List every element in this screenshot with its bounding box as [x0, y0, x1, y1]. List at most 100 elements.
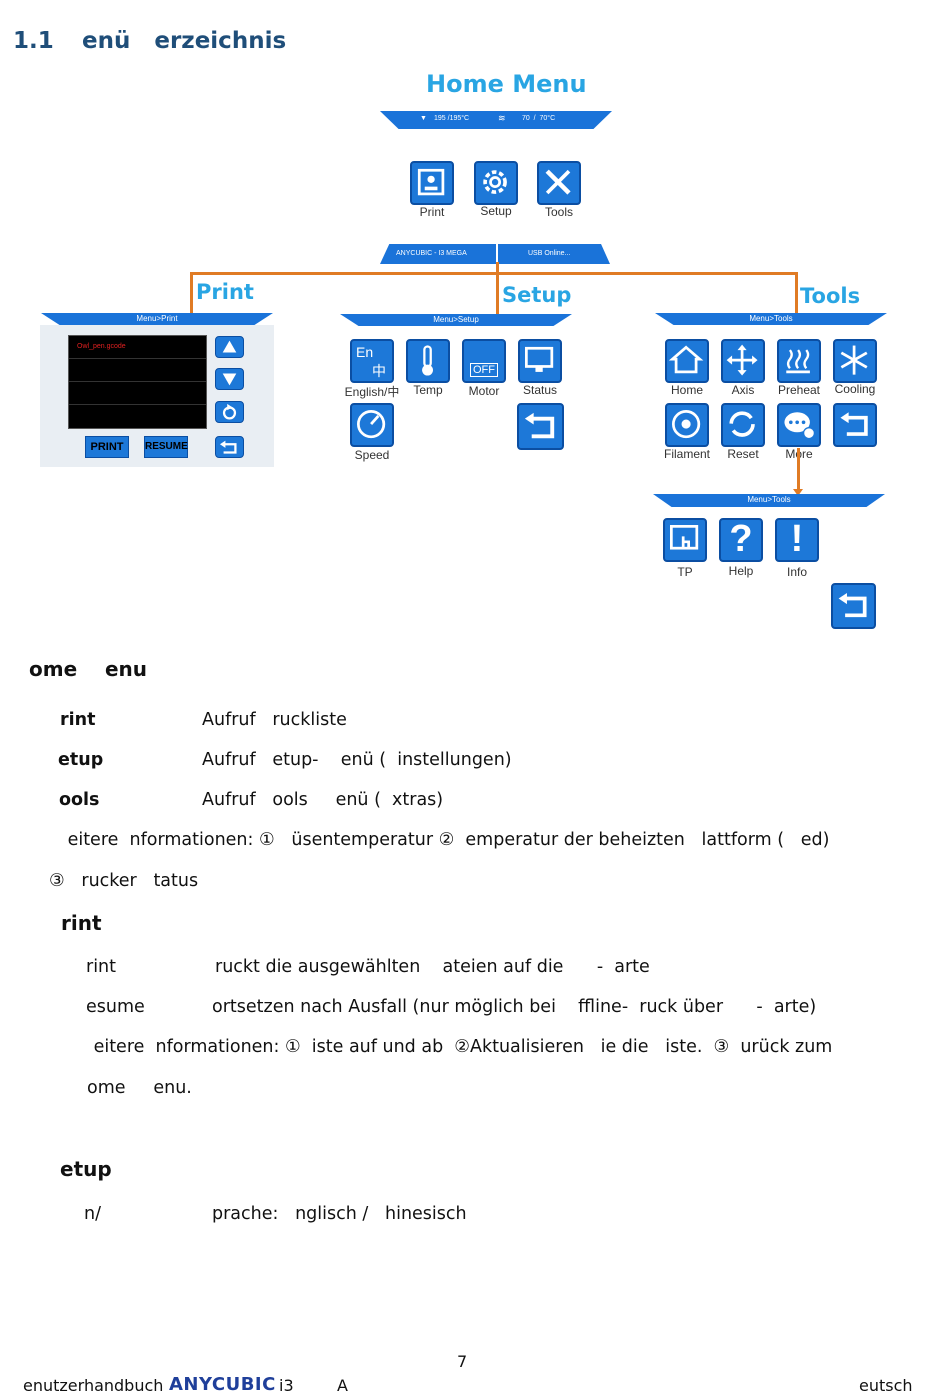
print-info-line2: ome enu.	[87, 1078, 192, 1098]
home-usb-banner: USB Online...	[498, 244, 610, 264]
speed-label: Speed	[354, 448, 390, 462]
footer-model: i3	[279, 1376, 294, 1395]
home-info-line2: ③ rucker tatus	[49, 871, 199, 891]
help-icon: ?	[719, 518, 763, 562]
connector-horizontal	[190, 272, 798, 275]
nozzle-temp: 195 /195°C	[434, 115, 470, 122]
list-divider	[69, 358, 206, 359]
section-number: 1.1	[13, 28, 54, 54]
home-tools-icon	[537, 161, 581, 205]
print-button: PRINT	[85, 436, 129, 458]
home-row-key: rint	[60, 710, 96, 730]
more-menu-banner: Menu>Tools	[653, 494, 885, 507]
refresh-icon	[215, 401, 244, 423]
arrow-up-icon	[215, 336, 244, 358]
home-menu-title: Home Menu	[426, 70, 587, 98]
connector-more	[797, 448, 800, 492]
home-setup-label: Setup	[480, 204, 512, 218]
setup-section-title: etup	[60, 1157, 112, 1181]
home-row-value: Aufruf ools enü ( xtras)	[202, 790, 444, 810]
footer-mid: A	[337, 1376, 348, 1395]
tools-banner-text: Menu>Tools	[749, 314, 793, 323]
axis-label: Axis	[731, 383, 755, 397]
home-model-banner: ANYCUBIC - I3 MEGA	[380, 244, 496, 264]
cooling-icon	[833, 339, 877, 383]
more-icon	[777, 403, 821, 447]
temp-icon	[406, 339, 450, 383]
reset-label: Reset	[727, 447, 759, 461]
print-row-value: ortsetzen nach Ausfall (nur möglich bei …	[212, 997, 817, 1017]
connector-arrow	[793, 489, 803, 496]
print-info-line1: eitere nformationen: ① iste auf und ab ②…	[88, 1037, 833, 1057]
motor-glyph: OFF	[470, 363, 498, 377]
more-back-icon	[831, 583, 876, 629]
home-status-bar: ▼ 195 /195°C ≋ 70 / 70°C	[380, 111, 612, 129]
print-file-name: Owl_pen.gcode	[77, 343, 126, 350]
language-glyph-zh: 中	[372, 363, 386, 379]
tools-menu-title: Tools	[800, 284, 861, 308]
print-banner-text: Menu>Print	[136, 314, 178, 323]
home-usb-text: USB Online...	[528, 250, 571, 257]
axis-icon	[721, 339, 765, 383]
status-icon	[518, 339, 562, 383]
home-axis-icon	[665, 339, 709, 383]
footer-right: eutsch	[859, 1376, 913, 1395]
setup-menu-title: Setup	[502, 283, 572, 307]
preheat-label: Preheat	[777, 383, 821, 397]
home-setup-icon	[474, 161, 518, 205]
print-menu-title: Print	[196, 280, 254, 304]
tools-menu-banner: Menu>Tools	[655, 313, 887, 325]
status-label: Status	[522, 383, 558, 397]
resume-button: RESUME	[144, 436, 188, 458]
print-row-key: rint	[86, 957, 117, 977]
print-file-list: Owl_pen.gcode	[68, 335, 207, 429]
print-section-title: rint	[61, 911, 102, 935]
home-section-title: ome enu	[29, 657, 148, 681]
language-icon: En 中	[350, 339, 394, 383]
bed-temp: 70 / 70°C	[522, 115, 556, 122]
setup-row-value: prache: nglisch / hinesisch	[212, 1204, 467, 1224]
more-banner-text: Menu>Tools	[747, 495, 791, 504]
connector-tools	[795, 272, 798, 314]
print-row-key: esume	[86, 997, 145, 1017]
motor-icon: OFF	[462, 339, 506, 383]
print-menu-banner: Menu>Print	[41, 313, 273, 325]
footer-left: enutzerhandbuch	[23, 1376, 164, 1395]
home-print-label: Print	[419, 205, 445, 219]
setup-banner-text: Menu>Setup	[433, 315, 479, 324]
filament-label: Filament	[663, 447, 710, 461]
reset-icon	[721, 403, 765, 447]
tools-back-icon	[833, 403, 877, 447]
language-glyph-en: En	[356, 344, 374, 360]
home-row-key: ools	[59, 790, 100, 810]
footer-brand-logo: ANYCUBIC	[169, 1374, 276, 1395]
motor-label: Motor	[468, 384, 500, 398]
list-divider	[69, 381, 206, 382]
info-label: Info	[786, 565, 807, 579]
home-row-value: Aufruf etup- enü ( instellungen)	[202, 750, 512, 770]
list-divider	[69, 404, 206, 405]
arrow-down-icon	[215, 368, 244, 390]
setup-menu-banner: Menu>Setup	[340, 314, 572, 326]
preheat-icon	[777, 339, 821, 383]
home-row-value: Aufruf ruckliste	[202, 710, 347, 730]
bed-icon: ≋	[498, 113, 506, 123]
language-label: English/中	[344, 385, 400, 399]
info-icon: !	[775, 518, 819, 562]
filament-icon	[665, 403, 709, 447]
home-model-text: ANYCUBIC - I3 MEGA	[396, 250, 467, 257]
tp-label: TP	[677, 565, 693, 579]
help-label: Help	[728, 564, 754, 578]
section-title: enü erzeichnis	[82, 28, 287, 54]
connector-setup	[496, 272, 499, 314]
home-info-line1: eitere nformationen: ① üsentemperatur ② …	[62, 830, 830, 850]
connector-vertical-home	[496, 262, 499, 274]
tp-icon	[663, 518, 707, 562]
cooling-label: Cooling	[834, 382, 876, 396]
connector-print	[190, 272, 193, 314]
temp-label: Temp	[413, 383, 443, 397]
home-print-icon	[410, 161, 454, 205]
print-row-value: ruckt die ausgewählten ateien auf die - …	[215, 957, 650, 977]
print-back-icon	[215, 436, 244, 458]
setup-row-key: n/	[84, 1204, 101, 1224]
